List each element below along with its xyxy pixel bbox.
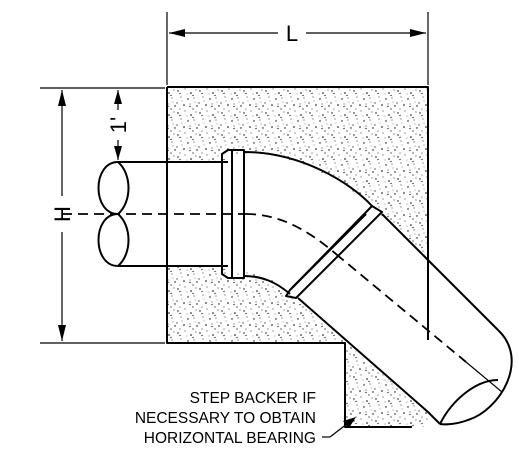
- centerlines: [62, 213, 503, 393]
- note-line-2: NECESSARY TO OBTAIN: [135, 410, 316, 427]
- length-dimension-label: L: [286, 21, 298, 46]
- note-line-1: STEP BACKER IF: [190, 390, 316, 407]
- sloped-pipe: [297, 213, 513, 426]
- note-line-3: HORIZONTAL BEARING: [144, 430, 316, 447]
- dimension-H: [40, 87, 165, 344]
- concrete-block-outline: [166, 86, 429, 428]
- note-leader: [322, 417, 356, 438]
- dimension-offset: [114, 90, 122, 160]
- outlet-bell-joint: [285, 205, 383, 299]
- bend-fitting: [243, 151, 373, 295]
- offset-dimension-label: 1': [106, 117, 131, 133]
- height-dimension-label: H: [50, 206, 75, 222]
- horizontal-pipe: [97, 161, 228, 267]
- dimension-L: [166, 12, 429, 85]
